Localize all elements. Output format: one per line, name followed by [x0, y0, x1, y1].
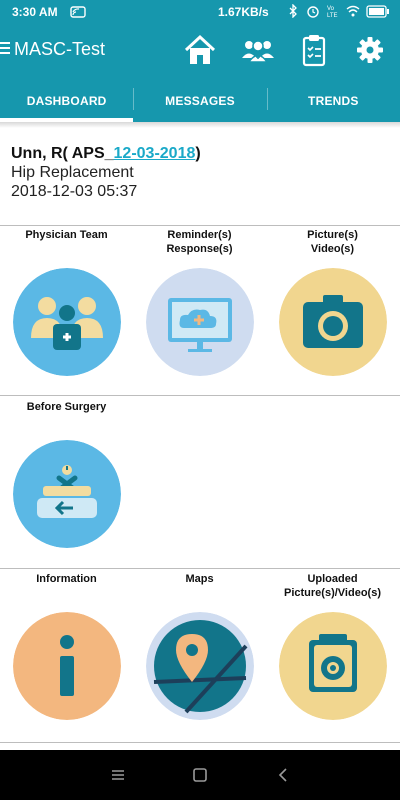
patient-name-prefix: Unn, R( APS_	[11, 145, 114, 162]
patient-procedure: Hip Replacement	[11, 164, 134, 181]
alarm-icon	[307, 6, 319, 18]
patient-name-suffix: )	[195, 145, 201, 162]
tab-dashboard[interactable]: DASHBOARD	[0, 80, 134, 122]
patient-datetime: 2018-12-03 05:37	[11, 183, 138, 200]
bluetooth-icon	[289, 4, 297, 18]
tile-label-line1: Reminder(s)	[167, 229, 232, 241]
tile-physician-team[interactable]: Physician Team	[0, 228, 133, 388]
battery-icon	[366, 4, 389, 18]
monitor-health-icon	[146, 268, 254, 376]
info-icon	[13, 612, 121, 720]
tile-label-line2: Video(s)	[310, 243, 355, 255]
divider	[0, 225, 400, 226]
patient-info: Unn, R( APS_12-03-2018) Hip Replacement …	[11, 145, 391, 201]
camera-icon	[279, 268, 387, 376]
settings-icon[interactable]	[352, 32, 388, 68]
tab-messages[interactable]: MESSAGES	[133, 80, 266, 122]
menu-icon[interactable]	[109, 766, 127, 784]
tile-label: Maps	[185, 573, 214, 585]
cast-icon	[70, 6, 86, 21]
svg-text:Vo: Vo	[327, 6, 335, 12]
tab-bar: DASHBOARD MESSAGES TRENDS	[0, 80, 400, 122]
status-time: 3:30 AM	[12, 5, 58, 19]
tile-label: Information	[36, 573, 97, 585]
home-nav-icon[interactable]	[191, 766, 209, 784]
app-title: MASC-Test	[14, 39, 106, 59]
back-icon[interactable]	[275, 766, 293, 784]
hamburger-menu-icon[interactable]	[0, 42, 12, 56]
svg-text:LTE: LTE	[327, 13, 338, 18]
net-speed: 1.67KB/s	[218, 5, 269, 19]
tab-shadow	[0, 122, 400, 128]
clipboard-icon[interactable]	[296, 32, 332, 68]
patient-date-link[interactable]: 12-03-2018	[113, 145, 196, 162]
divider	[0, 568, 400, 569]
physician-team-icon	[13, 268, 121, 376]
tile-before-surgery[interactable]: Before Surgery	[0, 400, 133, 560]
tile-information[interactable]: Information	[0, 572, 133, 747]
tile-label: Physician Team	[25, 229, 108, 241]
tile-reminders[interactable]: Reminder(s) Response(s)	[133, 228, 266, 388]
patient-name: Unn, R( APS_12-03-2018)	[11, 145, 391, 163]
tile-label-line1: Picture(s)	[307, 229, 358, 241]
map-pin-icon	[146, 612, 254, 720]
tab-trends[interactable]: TRENDS	[266, 80, 400, 122]
divider	[0, 742, 400, 743]
wifi-icon	[346, 5, 360, 17]
team-icon[interactable]	[240, 32, 276, 68]
patient-bed-icon	[13, 440, 121, 548]
tile-label-line1: Uploaded	[307, 573, 358, 585]
home-icon[interactable]	[182, 32, 218, 68]
photo-camera-icon	[279, 612, 387, 720]
app-bar: MASC-Test	[0, 24, 400, 80]
tile-label-line2: Response(s)	[166, 243, 233, 255]
tile-pictures-videos[interactable]: Picture(s) Video(s)	[266, 228, 399, 388]
divider	[0, 395, 400, 396]
tile-label-line2: Picture(s)/Video(s)	[284, 587, 381, 599]
tile-label: Before Surgery	[26, 401, 107, 413]
system-nav-bar	[0, 750, 400, 800]
tile-maps[interactable]: Maps	[133, 572, 266, 747]
